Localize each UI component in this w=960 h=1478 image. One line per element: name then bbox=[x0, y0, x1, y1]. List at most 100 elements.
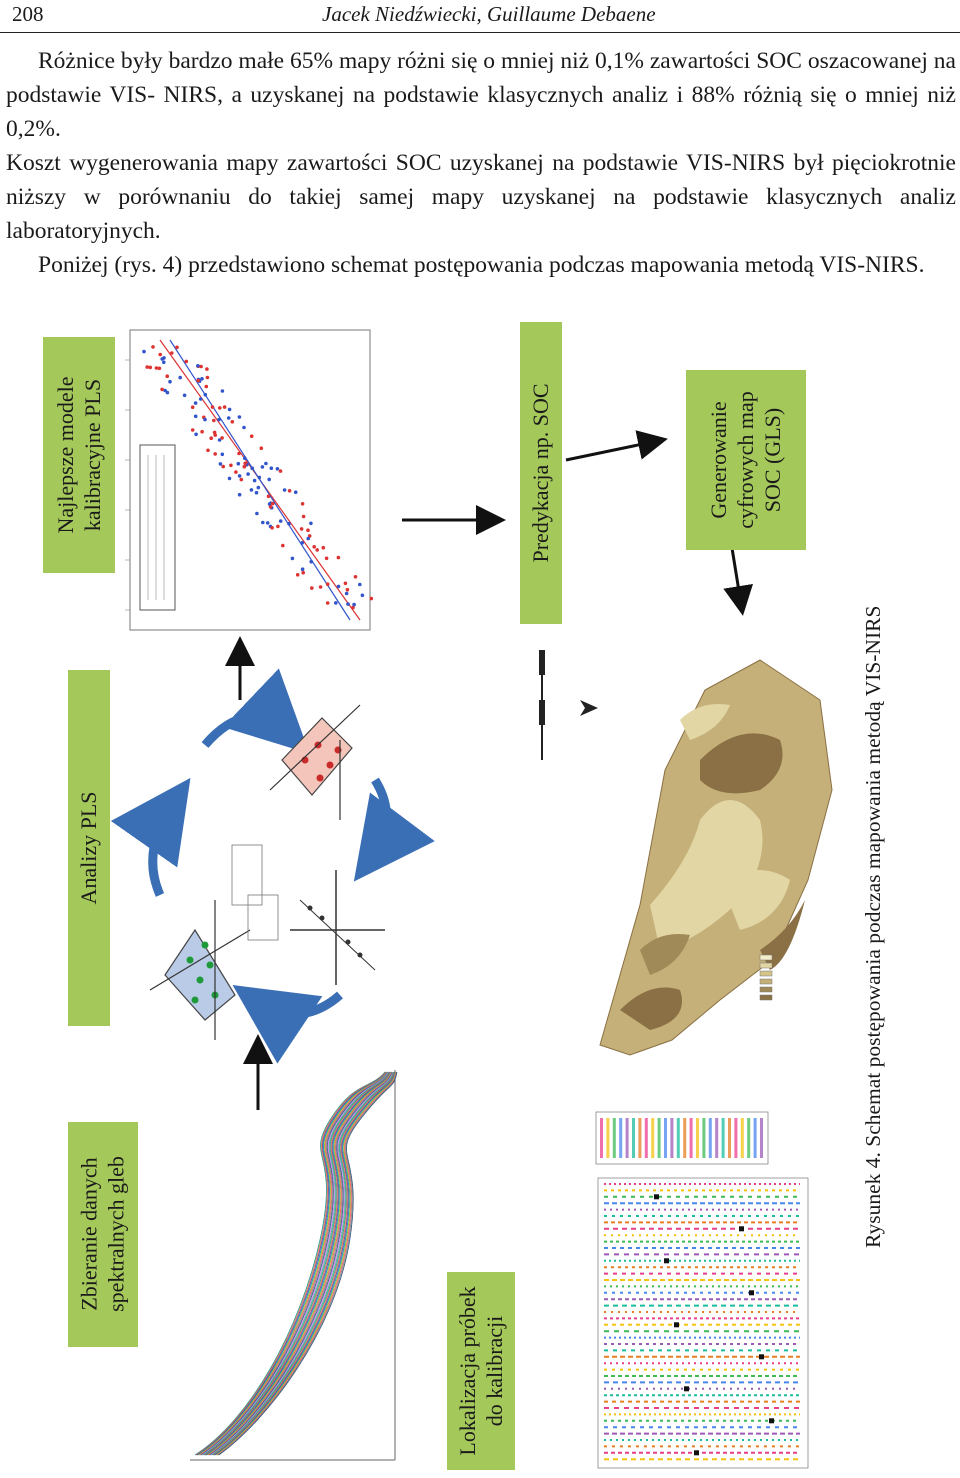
scatter-point bbox=[358, 582, 362, 587]
scatter-point bbox=[300, 541, 305, 545]
scatter-point bbox=[268, 505, 273, 509]
scatter-point bbox=[190, 428, 195, 432]
grid-sample-marker bbox=[694, 1450, 699, 1456]
scatter-point bbox=[160, 357, 164, 361]
scatter-point bbox=[318, 585, 323, 589]
page-header: 208 Jacek Niedźwiecki, Guillaume Debaene bbox=[0, 0, 960, 33]
scatter-point bbox=[255, 511, 259, 516]
scale-bar bbox=[539, 650, 545, 760]
table-column bbox=[644, 1118, 648, 1158]
scatter-point bbox=[287, 521, 291, 526]
scatter-point bbox=[205, 367, 209, 371]
spectrum-line bbox=[212, 1071, 395, 1456]
scatter-point bbox=[315, 548, 320, 552]
scatter-point bbox=[196, 364, 200, 368]
scatter-point bbox=[165, 374, 169, 379]
scatter-point bbox=[265, 521, 270, 525]
label-spectral-collection-line-2: spektralnych gleb bbox=[103, 1156, 129, 1312]
scatter-point bbox=[198, 397, 203, 401]
scatter-point bbox=[148, 365, 153, 370]
label-prediction-text: Predykacja np. SOC bbox=[528, 383, 553, 563]
label-map-generation: Generowanie cyfrowych map SOC (GLS) bbox=[686, 370, 806, 550]
spectrum-line bbox=[214, 1071, 396, 1456]
scatter-point bbox=[157, 366, 162, 371]
scatter-point bbox=[346, 602, 350, 606]
scatter-point bbox=[259, 446, 264, 451]
grid-sample-marker bbox=[739, 1226, 744, 1232]
paragraph-1: Różnice były bardzo małe 65% mapy różni … bbox=[6, 48, 956, 142]
grid-sample-marker bbox=[749, 1290, 754, 1296]
table-column bbox=[606, 1118, 610, 1158]
spectrum-line bbox=[202, 1071, 390, 1456]
scatter-point bbox=[321, 545, 326, 550]
scatter-point bbox=[336, 555, 341, 560]
label-sample-location: Lokalizacja próbek do kalibracji bbox=[447, 1272, 515, 1470]
table-column bbox=[740, 1118, 744, 1158]
scatter-point bbox=[278, 469, 283, 473]
table-column bbox=[657, 1118, 661, 1158]
spectrum-line bbox=[213, 1071, 395, 1456]
scatter-point bbox=[290, 556, 295, 561]
table-column bbox=[728, 1118, 731, 1158]
scatter-point bbox=[300, 502, 305, 506]
scatter-point bbox=[282, 488, 287, 492]
page-number: 208 bbox=[12, 2, 44, 26]
scatter-point bbox=[353, 575, 358, 579]
north-arrow-icon bbox=[580, 700, 598, 716]
scatter-point bbox=[237, 492, 242, 497]
spectrum-line bbox=[203, 1071, 390, 1456]
table-column bbox=[632, 1118, 635, 1158]
scatter-point bbox=[270, 526, 274, 530]
table-column bbox=[619, 1118, 623, 1158]
scatter-point bbox=[369, 596, 374, 601]
scatter-point bbox=[203, 392, 208, 397]
scatter-point bbox=[243, 461, 247, 466]
arrow-generation-to-map bbox=[723, 547, 753, 616]
scatter-point bbox=[199, 364, 203, 369]
scatter-point bbox=[175, 345, 179, 350]
scatter-point bbox=[206, 448, 210, 453]
scatter-point bbox=[178, 375, 182, 380]
scatter-point bbox=[237, 415, 242, 419]
table-column bbox=[715, 1118, 719, 1158]
scatter-point bbox=[217, 417, 221, 422]
scatter-point bbox=[236, 461, 241, 466]
scatter-point bbox=[266, 494, 271, 499]
scatter-point bbox=[205, 375, 210, 380]
table-column bbox=[664, 1118, 667, 1158]
table-column bbox=[734, 1118, 738, 1158]
scatter-point bbox=[220, 389, 225, 393]
scatter-point bbox=[226, 416, 231, 420]
label-pls-analysis: Analizy PLS bbox=[68, 670, 110, 1026]
scatter-point bbox=[306, 528, 310, 532]
scatter-point bbox=[229, 463, 233, 468]
scatter-point bbox=[217, 438, 222, 442]
spectrum-line bbox=[216, 1071, 397, 1456]
scatter-point bbox=[193, 414, 198, 419]
scatter-point bbox=[295, 573, 300, 577]
spectrum-line bbox=[204, 1071, 391, 1456]
scatter-point bbox=[160, 387, 164, 392]
table-column bbox=[760, 1118, 763, 1158]
grid-sample-marker bbox=[769, 1418, 774, 1424]
grid-sample-marker bbox=[654, 1194, 659, 1200]
table-column bbox=[696, 1118, 699, 1158]
scatter-point bbox=[227, 407, 232, 412]
figure-caption: Rysunek 4. Schemat postępowania podczas … bbox=[861, 605, 885, 1248]
scatter-point bbox=[200, 377, 204, 381]
scatter-point bbox=[334, 601, 338, 605]
spectrum-line bbox=[217, 1071, 397, 1456]
scatter-point bbox=[190, 405, 195, 410]
table-column bbox=[683, 1118, 687, 1158]
scatter-point bbox=[310, 586, 314, 590]
scatter-point bbox=[281, 543, 285, 548]
scatter-point bbox=[301, 570, 306, 575]
spectrum-line bbox=[200, 1071, 389, 1456]
scatter-point bbox=[254, 490, 259, 495]
label-sample-location-line-1: Lokalizacja próbek bbox=[455, 1286, 480, 1456]
scatter-point bbox=[222, 405, 227, 409]
table-column bbox=[625, 1118, 629, 1158]
scatter-point bbox=[168, 379, 172, 384]
scatter-point bbox=[325, 582, 330, 586]
label-spectral-collection-line-1: Zbieranie danych bbox=[76, 1157, 102, 1311]
